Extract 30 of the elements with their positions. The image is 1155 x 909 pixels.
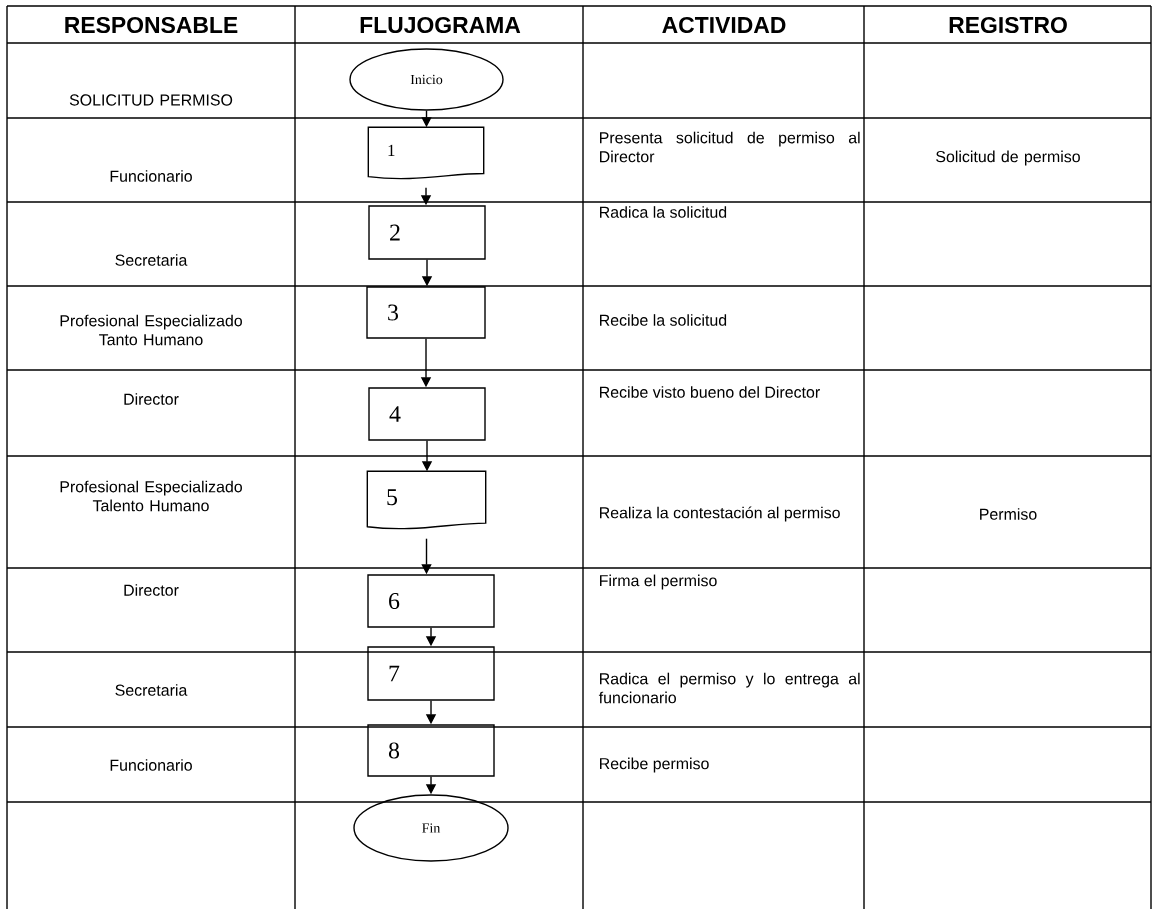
activity-text: Radica el permiso y lo entrega al funcionario bbox=[598, 672, 860, 704]
process-box: 3 bbox=[366, 286, 486, 339]
activity-text: Firma el permiso bbox=[600, 574, 717, 590]
activity-text: Recibe permiso bbox=[600, 757, 709, 773]
cell-text: Profesional Especializado Tanto Humano bbox=[60, 314, 242, 346]
cell-text: Solicitud de permiso bbox=[936, 150, 1080, 166]
process-box: 4 bbox=[368, 387, 486, 441]
cell-text: Secretaria bbox=[115, 254, 188, 266]
activity-text: Recibe la solicitud bbox=[600, 314, 727, 326]
column-header: ACTIVIDAD bbox=[662, 16, 786, 34]
cell-text: Secretaria bbox=[115, 684, 188, 696]
column-header: RESPONSABLE bbox=[65, 16, 238, 34]
process-box: 6 bbox=[367, 574, 495, 628]
activity-text: Radica la solicitud bbox=[600, 206, 727, 218]
cell-text: Funcionario bbox=[110, 759, 192, 771]
cell-text: Funcionario bbox=[110, 170, 192, 182]
cell-text: Director bbox=[124, 584, 179, 596]
cell-text: Permiso bbox=[980, 508, 1037, 520]
activity-text: Realiza la contestación al permiso bbox=[600, 506, 840, 522]
activity-text: Recibe visto bueno del Director bbox=[600, 386, 820, 398]
activity-text: Presenta solicitud de permiso al Director bbox=[600, 131, 860, 163]
document-box: 5 bbox=[366, 470, 487, 530]
process-box: 7 bbox=[367, 646, 495, 701]
cell-text: SOLICITUD PERMISO bbox=[69, 94, 233, 106]
document-box: 1 bbox=[367, 126, 485, 180]
cell-text: Profesional Especializado Talento Humano bbox=[60, 480, 242, 512]
column-header: REGISTRO bbox=[949, 16, 1067, 34]
process-box: 2 bbox=[368, 205, 486, 260]
cell-text: Director bbox=[124, 393, 179, 405]
process-box: 8 bbox=[367, 724, 495, 777]
